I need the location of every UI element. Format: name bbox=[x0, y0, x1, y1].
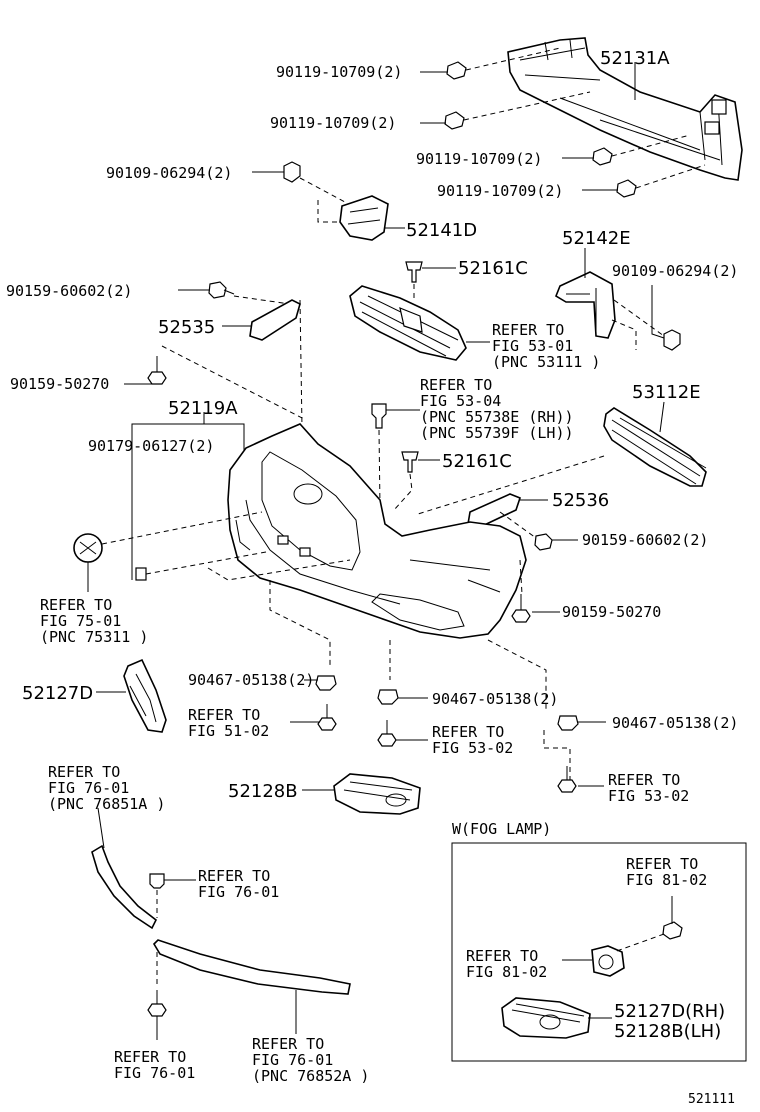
label-screw-c2: 90159-60602(2) bbox=[582, 531, 708, 549]
label-fog-lh: 52128B(LH) bbox=[614, 1021, 721, 1042]
retainer-52535 bbox=[249, 299, 301, 341]
label-ref-76-01b-a: REFER TO bbox=[198, 867, 270, 885]
label-ref-76-01d-c: (PNC 76852A ) bbox=[252, 1067, 369, 1085]
label-ref-53-02b-b: FIG 53-02 bbox=[608, 787, 689, 805]
label-fog-title: W(FOG LAMP) bbox=[452, 820, 551, 838]
bolt-90119-a4 bbox=[616, 179, 637, 198]
label-bolt-a4: 90119-10709(2) bbox=[437, 182, 563, 200]
screw-90159-60602-right bbox=[534, 533, 553, 551]
clip-52161c-mid bbox=[401, 451, 419, 473]
label-ref-53-02b-a: REFER TO bbox=[608, 771, 680, 789]
label-bracket-l: 52141D bbox=[406, 220, 477, 241]
label-screw-d2: 90159-50270 bbox=[562, 603, 661, 621]
label-bracket-r: 52142E bbox=[562, 228, 631, 249]
bolt-90119-a1 bbox=[446, 61, 467, 80]
connector-55738e bbox=[371, 403, 387, 429]
label-ref-53-04-c: (PNC 55738E (RH)) bbox=[420, 408, 574, 426]
label-clip-a2: 52161C bbox=[442, 451, 512, 472]
label-reinforcement: 52131A bbox=[600, 48, 670, 69]
bumper-reinforcement bbox=[507, 37, 743, 181]
screw-76-01 bbox=[147, 990, 167, 1040]
label-clip-e1: 90467-05138(2) bbox=[188, 671, 314, 689]
label-bolt-a1: 90119-10709(2) bbox=[276, 63, 402, 81]
label-screw-d1: 90159-50270 bbox=[10, 375, 109, 393]
label-ref-76-01a-a: REFER TO bbox=[48, 763, 120, 781]
label-grille-lower: 53112E bbox=[632, 382, 701, 403]
label-ref-75-01-a: REFER TO bbox=[40, 596, 112, 614]
label-clip-e2: 90467-05138(2) bbox=[432, 690, 558, 708]
spoiler-76851a bbox=[91, 844, 158, 930]
label-figure-code: 521111 bbox=[688, 1092, 735, 1107]
label-bolt-b1: 90109-06294(2) bbox=[106, 164, 232, 182]
label-cover-lh: 52127D bbox=[22, 683, 93, 704]
label-cover-rh: 52128B bbox=[228, 781, 298, 802]
emblem-75311 bbox=[73, 533, 103, 563]
label-ref-53-02a-a: REFER TO bbox=[432, 723, 504, 741]
fog-cover-52128b bbox=[333, 773, 421, 815]
clip-76-01 bbox=[149, 873, 165, 889]
spoiler-76852a bbox=[152, 939, 351, 995]
screw-51-02 bbox=[317, 704, 337, 731]
fog-bezel bbox=[501, 997, 591, 1039]
label-ref-76-01c-b: FIG 76-01 bbox=[114, 1064, 195, 1082]
label-clip-e3: 90467-05138(2) bbox=[612, 714, 738, 732]
label-ref-76-01d-b: FIG 76-01 bbox=[252, 1051, 333, 1069]
label-clip-a1: 52161C bbox=[458, 258, 528, 279]
label-fog-rh: 52127D(RH) bbox=[614, 1001, 725, 1022]
bumper-cover-52119a bbox=[227, 423, 527, 639]
fog-lamp bbox=[591, 945, 625, 977]
label-ref-76-01c-a: REFER TO bbox=[114, 1048, 186, 1066]
label-bolt-b2: 90109-06294(2) bbox=[612, 262, 738, 280]
clip-90467-b bbox=[377, 689, 399, 705]
label-ref-75-01-b: FIG 75-01 bbox=[40, 612, 121, 630]
label-ref-53-02a-b: FIG 53-02 bbox=[432, 739, 513, 757]
clip-90179 bbox=[135, 567, 147, 581]
label-ref-76-01a-c: (PNC 76851A ) bbox=[48, 795, 165, 813]
clip-90467-c bbox=[557, 715, 579, 731]
bracket-52141d bbox=[339, 195, 389, 241]
fog-lamp-box bbox=[451, 842, 747, 1062]
label-ref-51-02-b: FIG 51-02 bbox=[188, 722, 269, 740]
label-ref-76-01b-b: FIG 76-01 bbox=[198, 883, 279, 901]
clip-52161c-top bbox=[405, 261, 423, 283]
bolt-90119-a2 bbox=[444, 111, 465, 130]
label-ref-53-01-a: REFER TO bbox=[492, 321, 564, 339]
label-ref-75-01-c: (PNC 75311 ) bbox=[40, 628, 148, 646]
label-bolt-a2: 90119-10709(2) bbox=[270, 114, 396, 132]
bolt-90119-a3 bbox=[592, 147, 613, 166]
bracket-52142e bbox=[555, 271, 616, 339]
label-ref-81-02a-b: FIG 81-02 bbox=[626, 871, 707, 889]
label-cover: 52119A bbox=[168, 398, 238, 419]
label-ref-76-01d-a: REFER TO bbox=[252, 1035, 324, 1053]
label-ref-81-02b-a: REFER TO bbox=[466, 947, 538, 965]
label-ref-76-01a-b: FIG 76-01 bbox=[48, 779, 129, 797]
bolt-90109-right bbox=[663, 329, 681, 351]
label-screw-c1: 90159-60602(2) bbox=[6, 282, 132, 300]
upper-grille bbox=[349, 285, 467, 361]
fog-screw bbox=[662, 896, 683, 940]
label-ref-53-04-d: (PNC 55739F (LH)) bbox=[420, 424, 574, 442]
screw-53-02-b bbox=[557, 766, 577, 793]
label-retainer-r: 52536 bbox=[552, 490, 609, 511]
label-ref-53-04-a: REFER TO bbox=[420, 376, 492, 394]
screw-90159-50270-left bbox=[147, 356, 167, 385]
clip-90467-a bbox=[315, 675, 337, 691]
label-retainer-l: 52535 bbox=[158, 317, 215, 338]
label-ref-81-02b-b: FIG 81-02 bbox=[466, 963, 547, 981]
label-ref-53-01-c: (PNC 53111 ) bbox=[492, 353, 600, 371]
bolt-90109-left bbox=[283, 161, 301, 183]
label-ref-53-04-b: FIG 53-04 bbox=[420, 392, 501, 410]
lower-grille-53112e bbox=[603, 407, 707, 487]
screw-53-02-a bbox=[377, 720, 397, 747]
screw-90159-60602-left bbox=[208, 281, 235, 299]
label-ref-53-01-b: FIG 53-01 bbox=[492, 337, 573, 355]
screw-90159-50270-right bbox=[511, 594, 531, 623]
label-ref-51-02-a: REFER TO bbox=[188, 706, 260, 724]
label-ref-81-02a-a: REFER TO bbox=[626, 855, 698, 873]
fog-cover-52127d bbox=[123, 658, 167, 733]
label-bolt-a3: 90119-10709(2) bbox=[416, 150, 542, 168]
label-clip-b: 90179-06127(2) bbox=[88, 437, 214, 455]
